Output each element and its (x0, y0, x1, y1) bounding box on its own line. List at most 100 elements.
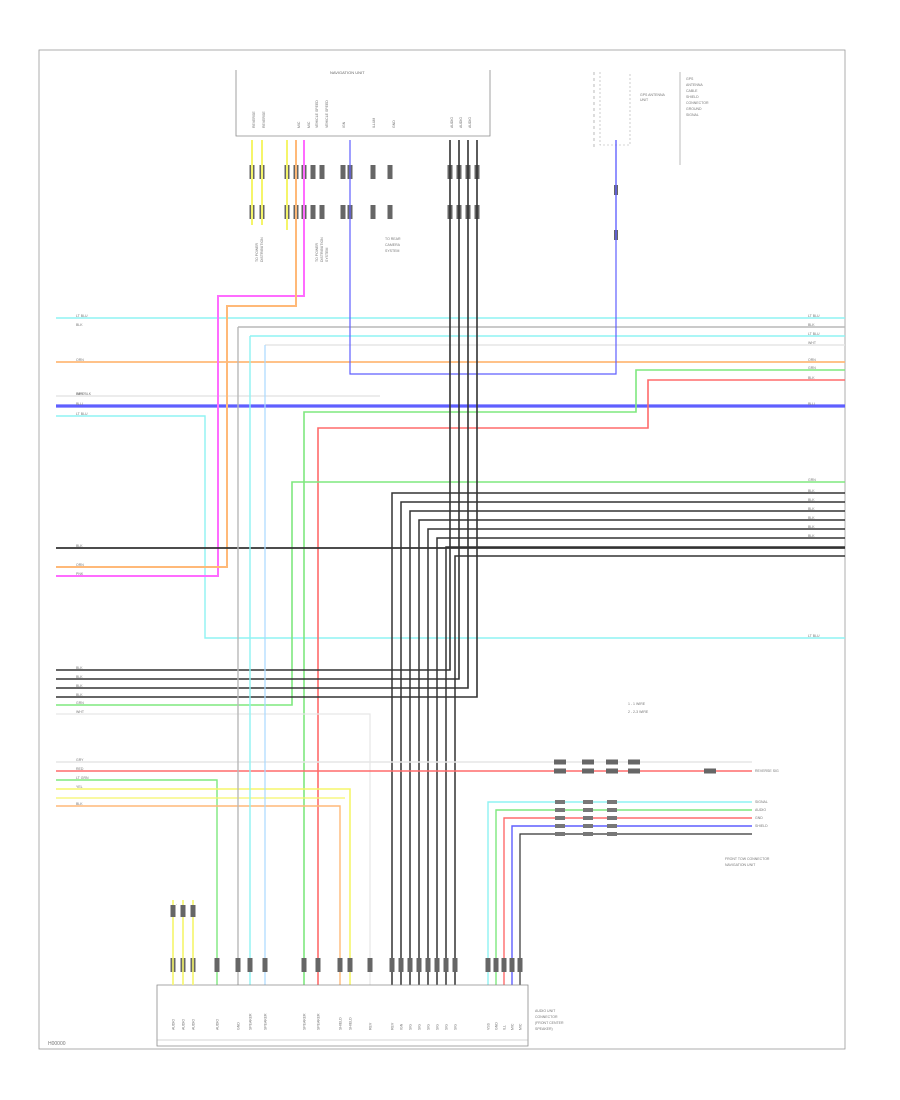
right-connector-block (606, 768, 618, 774)
audio-unit-pin (367, 958, 373, 972)
wire-rc-grn (495, 809, 752, 985)
audio-unit-side-3: SPEAKER) (535, 1027, 553, 1031)
audio-unit-pin-label: SIG (436, 1024, 440, 1030)
left-wire-label: LT BLU (76, 412, 88, 416)
right-connector-block (583, 824, 593, 828)
audio-unit-pin (301, 958, 307, 972)
navigation-unit-pin-label: MIC (297, 121, 301, 128)
audio-unit-pin (443, 958, 449, 972)
wire-blk-bundle (400, 501, 845, 985)
wires (56, 140, 845, 985)
wire-pnk (56, 140, 305, 577)
left-wire-label: LT BLU (76, 314, 88, 318)
audio-unit-stub (170, 905, 176, 917)
right-wire-label: LT BLU (808, 332, 820, 336)
wire-blk-bundle (454, 555, 845, 985)
wire-rc-ltblu (487, 801, 752, 985)
navigation-unit-pin-label: AUDIO (450, 117, 454, 128)
navigation-unit-pin-label: REVERSE (252, 111, 256, 128)
wire-ltblu-loop (56, 415, 845, 639)
audio-unit-pin (416, 958, 422, 972)
wire-grn-1 (303, 369, 845, 985)
audio-unit-pin (337, 958, 343, 972)
right-body-text-1: FRONT TOW CONNECTOR (725, 857, 770, 861)
audio-unit-pin-label: REV (391, 1022, 395, 1030)
left-wire-label: LT GRN (76, 776, 89, 780)
right-connector-item: SIGNAL (755, 800, 768, 804)
wire-orn-low (56, 805, 341, 985)
navigation-unit-pin-label: REVERSE (262, 111, 266, 128)
audio-unit-side-1: CONNECTOR (535, 1015, 558, 1019)
right-wire-label: BLK (808, 507, 815, 511)
left-wire-label: GRN (76, 701, 84, 705)
right-connector-block (554, 768, 566, 774)
svg-text:-: - (174, 903, 178, 905)
top-connector-pin (319, 165, 325, 179)
navigation-unit-pin-label: AUDIO (468, 117, 472, 128)
right-wire-label: BLK (808, 516, 815, 520)
audio-unit-pin-label: SIG (418, 1024, 422, 1030)
right-connector-block (582, 768, 594, 774)
wire-ltgrn-low (56, 779, 218, 985)
left-wire-label: WHT (76, 710, 85, 714)
splice-label-b1: TO POWER (315, 243, 319, 262)
audio-unit-pin (485, 958, 491, 972)
right-connector-block (606, 759, 618, 765)
top-connector-pin (387, 205, 393, 219)
rear-camera-label3: SYSTEM (385, 249, 399, 253)
wire-blk-bundle (418, 519, 845, 985)
right-connector-block (607, 824, 617, 828)
left-wire-label: GRY/BLK (76, 392, 92, 396)
wire-rc-blu (511, 825, 752, 985)
rear-camera-label1: TO REAR (385, 237, 401, 241)
gps-antenna-unit: GPS ANTENNA UNIT GPSANTENNACABLESHIELDCO… (593, 72, 709, 165)
wire-blk-bundle (409, 510, 845, 985)
right-connector-block (554, 759, 566, 765)
audio-unit-pin-label: SPEAKER (303, 1013, 307, 1030)
right-connector-block (583, 832, 593, 836)
right-wire-label: BLU (808, 402, 815, 406)
right-connector-block (555, 816, 565, 820)
audio-unit-pin (501, 958, 507, 972)
audio-unit-stub (190, 905, 196, 917)
right-connector-item: GND (755, 816, 763, 820)
wire-wht-mid (56, 713, 371, 985)
left-wire-label: BLK (76, 544, 83, 548)
left-wire-label: GRY (76, 758, 84, 762)
right-wire-label: BLK (808, 525, 815, 529)
audio-unit-pin (493, 958, 499, 972)
audio-unit-title: AUDIO UNIT (535, 1009, 556, 1013)
audio-unit-side-2: (FRONT CENTER (535, 1021, 564, 1025)
audio-unit-pin-label: GND (495, 1022, 499, 1030)
navigation-unit-pin-label: ILLUM (372, 118, 376, 128)
left-wire-label: RED (76, 767, 84, 771)
right-wire-label: BLK (808, 323, 815, 327)
right-wire-label: LT BLU (808, 314, 820, 318)
gps-notes: GPSANTENNACABLESHIELDCONNECTORGROUNDSIGN… (686, 77, 709, 117)
navigation-unit-pin-label: MIC (307, 121, 311, 128)
left-wire-label: BLK (76, 675, 83, 679)
audio-unit-pin (315, 958, 321, 972)
left-wire-label: PNK (76, 572, 84, 576)
audio-unit-pin-label: SPEAKER (264, 1013, 268, 1030)
audio-unit-pin (434, 958, 440, 972)
right-connector-block (555, 824, 565, 828)
wire-blk-top-bundle (56, 140, 478, 698)
right-wire-label: ORN (808, 358, 816, 362)
right-wire-label: BLK (808, 498, 815, 502)
audio-unit-pin (247, 958, 253, 972)
left-wire-label: BLK (76, 666, 83, 670)
wire-blk-bundle (427, 528, 845, 985)
gps-note: CABLE (686, 89, 698, 93)
right-body-text-2: NAVIGATION UNIT (725, 863, 756, 867)
top-connector-pin (310, 205, 316, 219)
top-connector-pin (340, 205, 346, 219)
right-connector-block (583, 800, 593, 804)
audio-unit-pin-label: IGN (400, 1023, 404, 1030)
top-connector-pin (370, 205, 376, 219)
right-connector-item: AUDIO (755, 808, 766, 812)
audio-unit-pin-label: REV (369, 1022, 373, 1030)
